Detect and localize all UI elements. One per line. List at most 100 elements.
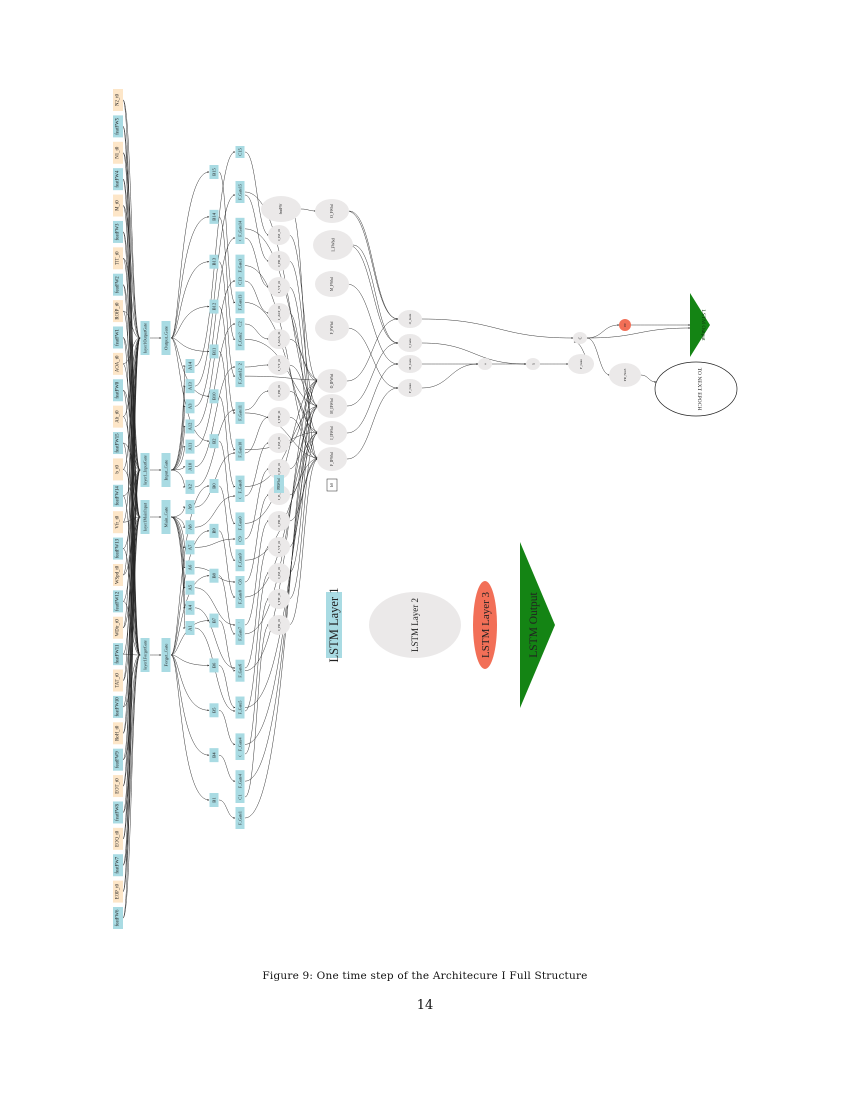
input-node-featfw8: featFW8 xyxy=(113,801,123,824)
cell-c1: C1 xyxy=(235,791,245,803)
input-node-featfw3-label: featFW3 xyxy=(116,223,121,240)
edge-input-to-gate xyxy=(122,653,141,656)
weight-a-a2: A2 xyxy=(185,479,195,494)
input-node-featfw12-shape xyxy=(113,590,123,613)
edge-input-to-gate xyxy=(122,99,141,339)
edge-weight-to-forget xyxy=(218,216,236,341)
input-node-featfw6: featFW6 xyxy=(113,907,123,929)
edge-col7-top xyxy=(348,210,399,320)
cell-c9-label: C9 xyxy=(238,536,243,542)
input-node-featfw13-shape xyxy=(113,537,123,560)
forget-unit-0-shape xyxy=(235,807,245,829)
gate-input-layer-label: layer1_InputGate xyxy=(143,455,148,484)
product-node-15-label: I_IM_t0 xyxy=(277,229,281,241)
edge-gate-to-weight xyxy=(170,405,186,471)
weight-b-b11-label: B11 xyxy=(212,347,217,355)
weight-a-a5-shape xyxy=(185,580,195,595)
edge-input-to-gate xyxy=(122,654,141,919)
weight-b-b4: B4 xyxy=(209,748,219,763)
edge-weight-to-forget xyxy=(218,665,236,709)
input-node-alt_t0-shape xyxy=(113,405,123,428)
weight-b-b12-shape xyxy=(209,299,219,314)
edge-product-to-col7 xyxy=(288,432,319,600)
forget-unit-16-label: F_Gate14 xyxy=(238,221,243,237)
input-node-featfw0-shape xyxy=(113,379,123,402)
gate-forget-label: Forget_Gate xyxy=(164,644,169,667)
edge-gate-to-weight xyxy=(170,337,210,398)
gate-output-layer-shape xyxy=(140,321,150,355)
product-node-15: I_IM_t0 xyxy=(268,225,290,245)
product-node-3: I_VT_t0 xyxy=(268,537,290,557)
product-node-14-shape xyxy=(268,251,290,271)
weight-b-b9: B9 xyxy=(209,523,219,538)
weight-b-b2-shape xyxy=(209,434,219,449)
input-node-n1_t0-shape xyxy=(113,141,123,164)
forget-unit-8: F_Gate0 xyxy=(235,512,245,535)
forget-unit-11-label: F_Gate11 xyxy=(238,405,243,421)
weight-a-a3-label: A3 xyxy=(188,403,193,409)
weight-b-b2: B2 xyxy=(209,434,219,449)
input-node-featfw10-shape xyxy=(113,695,123,718)
weight-b-b7-label: B7 xyxy=(212,617,217,623)
edge-weight-to-cell xyxy=(194,607,236,669)
weight-a-a7-label: A7 xyxy=(188,544,193,550)
gate-main-layer: layer1MainInput xyxy=(140,500,150,534)
gate-input-shape xyxy=(161,453,171,487)
forget-unit-4: F_Gate6 xyxy=(235,659,245,682)
edge-gate-to-weight xyxy=(170,516,186,529)
edge-weight-to-cell xyxy=(194,409,236,488)
input-node-m_t0: M_t0 xyxy=(113,194,123,217)
input-node-vfr_t0-shape xyxy=(113,511,123,534)
forget-unit-5-label: F_Gate7 xyxy=(238,627,243,641)
forget-unit-15-label: F_Gate3 xyxy=(238,259,243,273)
edge-gate-to-weight xyxy=(170,469,186,488)
gate-main-shape xyxy=(161,500,171,534)
edge-weight-to-cell xyxy=(194,538,236,548)
forget-unit-2-shape xyxy=(235,733,245,756)
forget-unit-12: F_Gate12 xyxy=(235,365,245,388)
gate-op-input: I_Gate xyxy=(398,334,422,352)
edge-cell-to-product xyxy=(244,598,270,755)
product-node-9-shape xyxy=(268,381,290,401)
weight-a-a11-shape xyxy=(185,439,195,454)
col7-node-3-shape xyxy=(317,369,347,393)
gate-op-input-shape xyxy=(398,334,422,352)
forget-unit-10: F_Gate10 xyxy=(235,438,245,461)
weight-b-b1-label: B1 xyxy=(212,797,217,803)
gate-output-layer: layer1OutputGate xyxy=(140,321,150,355)
input-node-featfw2-shape xyxy=(113,273,123,296)
cell-c2: C2 xyxy=(235,318,245,330)
edge-input-to-gate xyxy=(122,178,141,471)
edge-input-to-gate xyxy=(122,442,141,656)
edge-cell-to-product xyxy=(244,546,270,669)
input-node-eop_t0-label: EOP_t0 xyxy=(116,883,121,899)
input-node-n1_t0: N1_t0 xyxy=(113,141,123,164)
weight-b-b13: B13 xyxy=(209,254,219,269)
input-node-featfw6-label: featFW6 xyxy=(116,909,121,926)
weight-a-a5: A5 xyxy=(185,580,195,595)
input-node-featfw10-label: featFW10 xyxy=(116,697,121,717)
edge-weight-to-forget xyxy=(218,171,236,304)
edge-input-to-gate xyxy=(122,469,141,549)
weight-b-b14: B14 xyxy=(209,209,219,224)
input-node-featfw7: featFW7 xyxy=(113,854,123,877)
forget-unit-11: F_Gate11 xyxy=(235,401,245,424)
lstm-layer-2-ellipse: LSTM Layer 2 xyxy=(369,592,461,658)
product-node-5-shape xyxy=(268,485,290,505)
edge-weight-to-forget xyxy=(218,396,236,488)
edge-col7-to-gateop xyxy=(346,387,399,460)
edge-cell-to-product xyxy=(244,494,270,583)
op-plus-label: + xyxy=(483,362,488,365)
input-node-featfw0-label: featFW0 xyxy=(116,381,121,398)
edge-input-to-gate xyxy=(122,205,141,339)
col7-node-1-label: I_IFWbd xyxy=(330,426,334,439)
weight-a-a4: A4 xyxy=(185,600,195,615)
prw-box: PRWbd xyxy=(274,475,284,493)
edge-weight-to-forget xyxy=(218,351,236,451)
edge-input-to-gate xyxy=(122,126,141,656)
input-node-featfw14-shape xyxy=(113,484,123,507)
forget-unit-9-label: F_Gate8 xyxy=(238,480,243,494)
edge-cell-to-product xyxy=(244,468,270,540)
edge-weight-to-forget xyxy=(218,575,236,635)
product-node-11-shape xyxy=(268,329,290,349)
